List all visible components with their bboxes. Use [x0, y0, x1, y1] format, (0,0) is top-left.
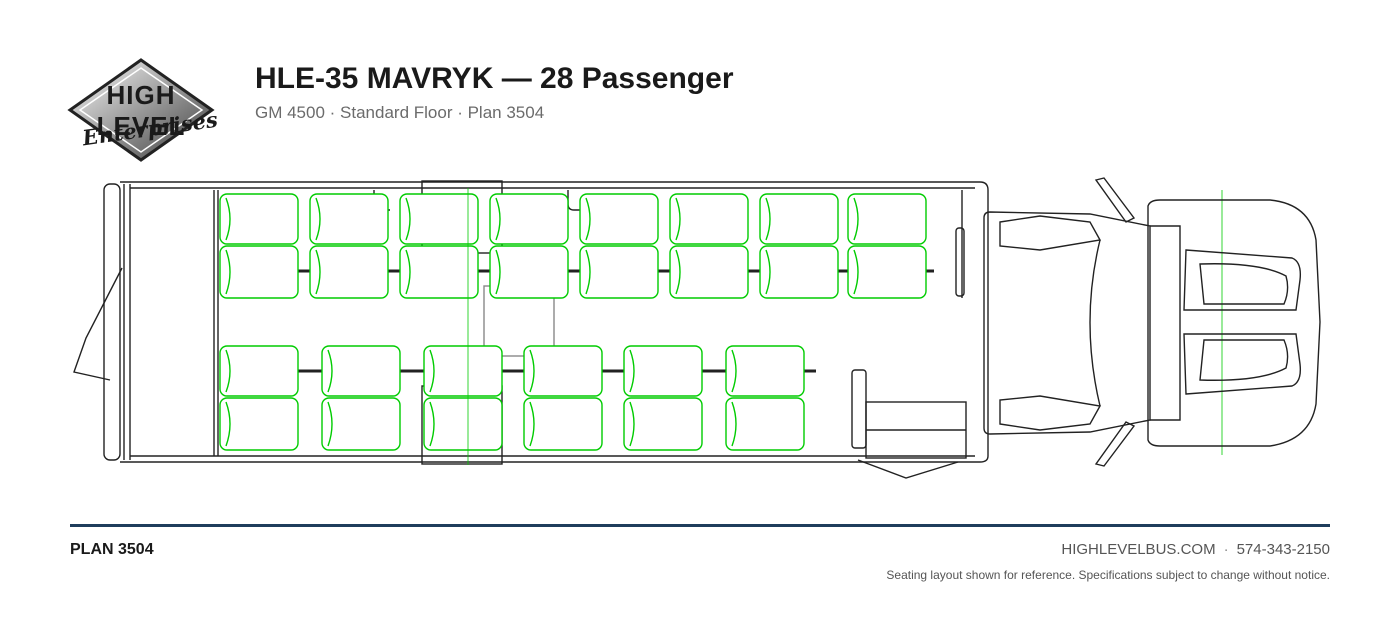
- mirror-left: [1094, 177, 1136, 223]
- left-seat-bank: [219, 193, 927, 299]
- seat-left-row6-window: [669, 193, 749, 245]
- driver-panel: [955, 227, 965, 297]
- seat-left-row5-aisle-contour: [585, 249, 591, 295]
- seat-left-row4-aisle-contour: [495, 249, 501, 295]
- hood-vent-right: [1183, 333, 1302, 395]
- seat-right-row6-window: [725, 397, 805, 451]
- seat-left-row2-aisle: [309, 245, 389, 299]
- seat-left-row4-aisle: [489, 245, 569, 299]
- hood: [1147, 199, 1321, 447]
- seat-left-row2-window-contour: [315, 197, 321, 241]
- seat-right-row5-aisle: [623, 345, 703, 397]
- seat-left-row8-window: [847, 193, 927, 245]
- hood-vent-left-inner: [1199, 263, 1289, 305]
- seat-right-row3-window-contour: [429, 401, 435, 447]
- seat-right-row6-window-contour: [731, 401, 737, 447]
- right-seat-bank: [219, 345, 805, 451]
- footer-plan-label: PLAN 3504: [70, 541, 154, 558]
- seat-right-row2-window-contour: [327, 401, 333, 447]
- seat-right-row4-aisle-contour: [529, 349, 535, 393]
- windshield-base: [1089, 239, 1101, 407]
- seat-left-row6-aisle-contour: [675, 249, 681, 295]
- entry-door-swing: [857, 459, 959, 479]
- seat-left-row1-aisle-contour: [225, 249, 231, 295]
- seat-left-row1-window: [219, 193, 299, 245]
- hood-vent-left: [1183, 249, 1302, 311]
- rear-door-swing: [73, 267, 123, 381]
- seat-right-row5-aisle-contour: [629, 349, 635, 393]
- seat-left-row7-window: [759, 193, 839, 245]
- footer-rule: [70, 524, 1330, 527]
- seat-left-row2-aisle-contour: [315, 249, 321, 295]
- seat-left-row7-aisle-contour: [765, 249, 771, 295]
- seat-right-row3-aisle: [423, 345, 503, 397]
- seat-right-row4-window-contour: [529, 401, 535, 447]
- seat-right-row5-window-contour: [629, 401, 635, 447]
- seat-left-row7-window-contour: [765, 197, 771, 241]
- seat-left-row7-aisle: [759, 245, 839, 299]
- cab-body: [983, 211, 1151, 435]
- seat-right-row1-aisle-contour: [225, 349, 231, 393]
- reference-lines: [467, 188, 1223, 465]
- seat-right-row2-aisle-contour: [327, 349, 333, 393]
- seat-left-row3-aisle: [399, 245, 479, 299]
- seat-left-row8-aisle-contour: [853, 249, 859, 295]
- entry-grab-rail: [851, 369, 867, 449]
- truck-cab: [983, 177, 1321, 467]
- website-link[interactable]: HIGHLEVELBUS.COM: [1061, 541, 1216, 558]
- seat-right-row3-aisle-contour: [429, 349, 435, 393]
- seat-right-row1-aisle: [219, 345, 299, 397]
- seat-right-row6-aisle-contour: [731, 349, 737, 393]
- seat-left-row4-window: [489, 193, 569, 245]
- bus-floorplan: [73, 177, 1321, 479]
- seat-left-row8-aisle: [847, 245, 927, 299]
- seat-left-row3-window: [399, 193, 479, 245]
- seat-right-row4-aisle: [523, 345, 603, 397]
- seat-left-row8-window-contour: [853, 197, 859, 241]
- hood-vent-right-inner: [1199, 339, 1289, 381]
- cab-window-left: [999, 215, 1102, 251]
- phone-number[interactable]: 574-343-2150: [1236, 541, 1330, 558]
- seat-left-row2-window: [309, 193, 389, 245]
- seat-right-row2-window: [321, 397, 401, 451]
- seat-right-row4-window: [523, 397, 603, 451]
- rear-bumper: [103, 183, 121, 461]
- page-title: HLE-35 MAVRYK — 28 Passenger: [255, 62, 734, 95]
- logo-diamond: [67, 58, 215, 162]
- seat-left-row1-aisle: [219, 245, 299, 299]
- seat-left-row5-window-contour: [585, 197, 591, 241]
- seat-right-row1-window-contour: [225, 401, 231, 447]
- seat-left-row3-aisle-contour: [405, 249, 411, 295]
- seat-left-row4-window-contour: [495, 197, 501, 241]
- seat-right-row2-aisle: [321, 345, 401, 397]
- seat-right-row5-window: [623, 397, 703, 451]
- seat-left-row6-aisle: [669, 245, 749, 299]
- seat-right-row6-aisle: [725, 345, 805, 397]
- seat-left-row6-window-contour: [675, 197, 681, 241]
- mirror-right: [1094, 421, 1136, 467]
- contact-separator: ·: [1223, 541, 1229, 558]
- seat-right-row3-window: [423, 397, 503, 451]
- logo-wordmark: HIGH LEVEL: [96, 80, 186, 141]
- cowl: [1150, 225, 1181, 421]
- footer-contact: HIGHLEVELBUS.COM · 574-343-2150: [1061, 541, 1330, 558]
- cab-window-right: [999, 395, 1102, 431]
- bus-body-outline: [120, 181, 989, 463]
- seat-left-row5-aisle: [579, 245, 659, 299]
- seat-left-row1-window-contour: [225, 197, 231, 241]
- company-logo: HIGH LEVEL Enterprises: [66, 58, 219, 162]
- seat-right-row1-window: [219, 397, 299, 451]
- page-subtitle: GM 4500 · Standard Floor · Plan 3504: [255, 103, 545, 122]
- seat-left-row5-window: [579, 193, 659, 245]
- seat-left-row3-window-contour: [405, 197, 411, 241]
- footer-disclaimer: Seating layout shown for reference. Spec…: [886, 568, 1330, 582]
